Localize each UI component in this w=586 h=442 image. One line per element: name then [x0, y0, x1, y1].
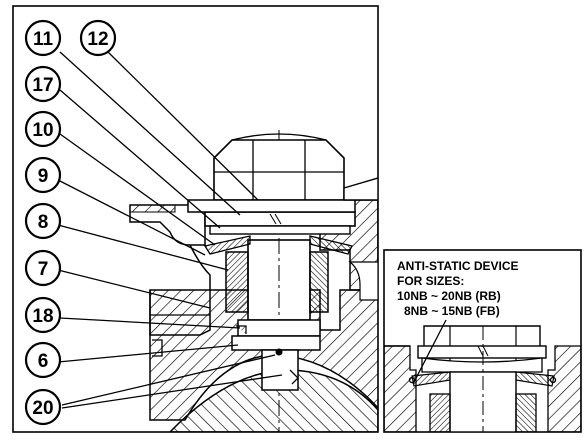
callout-circle	[24, 19, 62, 57]
detail-packing-left	[429, 393, 451, 432]
detail-nut	[423, 325, 541, 346]
callout-circle	[24, 249, 62, 287]
leader-8	[57, 224, 229, 271]
nut-crown	[231, 133, 327, 141]
detail-break-b	[482, 345, 489, 357]
leader-lines	[57, 51, 283, 409]
top-plate-left	[129, 204, 206, 246]
callout-circle	[24, 296, 62, 334]
leader-9	[57, 179, 206, 256]
callout-6: 6	[24, 341, 62, 379]
leader-7	[57, 269, 211, 309]
note-line-2: FOR SIZES:	[397, 274, 464, 288]
gland-packing-left	[225, 251, 249, 313]
callout-circle	[24, 65, 62, 103]
leader-6	[57, 344, 239, 363]
disc-spring-left	[203, 235, 251, 255]
detail-body-right	[547, 345, 581, 432]
callout-circle	[24, 388, 62, 426]
spring-detail	[289, 369, 299, 385]
callout-circle	[24, 110, 62, 148]
callout-label-7: 7	[38, 259, 49, 280]
callout-8: 8	[24, 202, 62, 240]
callout-circle	[24, 202, 62, 240]
detail-break-a	[477, 345, 484, 357]
callout-9: 9	[24, 156, 62, 194]
detail-nut-base	[421, 357, 543, 373]
anti-static-detail-view: ANTI-STATIC DEVICE FOR SIZES: 10NB ~ 20N…	[383, 249, 582, 433]
callout-label-18: 18	[32, 306, 53, 327]
callout-10: 10	[24, 110, 62, 148]
leader-20b	[61, 374, 283, 409]
detail-ball-right	[549, 376, 557, 384]
callout-label-6: 6	[38, 351, 49, 372]
disc-spring-right	[309, 235, 353, 255]
callout-circle	[79, 19, 117, 57]
note-line-4: 8NB ~ 15NB (FB)	[404, 304, 500, 318]
body-right-notch	[348, 261, 378, 301]
callout-label-8: 8	[38, 212, 49, 233]
callout-circle	[24, 156, 62, 194]
ground-ball	[275, 348, 283, 356]
callout-label-20: 20	[32, 398, 53, 419]
callout-12: 12	[79, 19, 117, 57]
body-ring	[152, 339, 163, 357]
stem-collar	[231, 335, 321, 351]
lever-handle	[343, 177, 378, 201]
leader-20a	[61, 354, 276, 406]
callout-7: 7	[24, 249, 62, 287]
note-line-1: ANTI-STATIC DEVICE	[397, 259, 519, 273]
hex-nut	[213, 139, 345, 201]
main-section-view: 11 12 17 10 9 8 7 18	[12, 5, 379, 433]
washer	[209, 225, 351, 235]
callout-label-11: 11	[33, 29, 54, 50]
gland-packing-right	[309, 251, 329, 313]
bonnet-outline	[149, 244, 211, 336]
detail-leader	[412, 319, 447, 385]
leader-10	[59, 133, 216, 246]
callout-label-10: 10	[32, 120, 53, 141]
callout-label-17: 17	[32, 75, 53, 96]
callout-circle	[24, 341, 62, 379]
leader-18	[59, 317, 241, 329]
washer-break-b	[274, 213, 282, 225]
stop-plate	[204, 211, 356, 227]
detail-washer	[417, 345, 547, 359]
nut-washer	[187, 199, 356, 213]
detail-packing-right	[515, 393, 537, 432]
callout-17: 17	[24, 65, 62, 103]
leader-12	[107, 51, 259, 201]
callout-18: 18	[24, 296, 62, 334]
callout-11: 11	[24, 19, 62, 57]
washer-break-a	[269, 213, 277, 225]
callout-label-12: 12	[87, 29, 108, 50]
note-line-3: 10NB ~ 20NB (RB)	[397, 289, 501, 303]
callout-20: 20	[24, 388, 62, 426]
callout-label-9: 9	[38, 166, 49, 187]
leader-17	[59, 89, 221, 229]
leader-11	[59, 51, 241, 216]
thrust-washer	[237, 319, 321, 337]
